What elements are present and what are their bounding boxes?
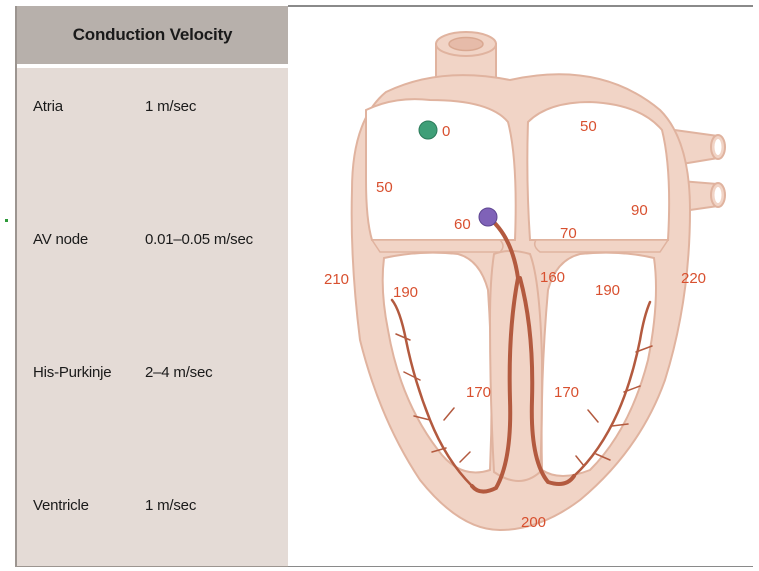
label-left-atrium: 50: [580, 118, 597, 135]
label-right-ventricle-upper: 190: [393, 284, 418, 301]
label-bundle: 70: [560, 225, 577, 242]
label-av-node: 60: [454, 216, 471, 233]
label-right-atrium-wall: 50: [376, 179, 393, 196]
label-right-ventricle-wall-outer: 210: [324, 271, 349, 288]
label-left-ventricle-upper: 190: [595, 282, 620, 299]
label-septum-right: 170: [554, 384, 579, 401]
label-left-ventricle-wall-outer: 220: [681, 270, 706, 287]
left-av-valve: [535, 240, 668, 252]
label-sa-node: 0: [442, 123, 450, 140]
label-septum-top: 160: [540, 269, 565, 286]
label-septum-left: 170: [466, 384, 491, 401]
left-atrium-chamber: [527, 102, 669, 240]
label-apex: 200: [521, 514, 546, 531]
sa-node: [419, 121, 437, 139]
av-node: [479, 208, 497, 226]
right-av-valve: [372, 240, 503, 252]
label-left-atrium-lower: 90: [631, 202, 648, 219]
